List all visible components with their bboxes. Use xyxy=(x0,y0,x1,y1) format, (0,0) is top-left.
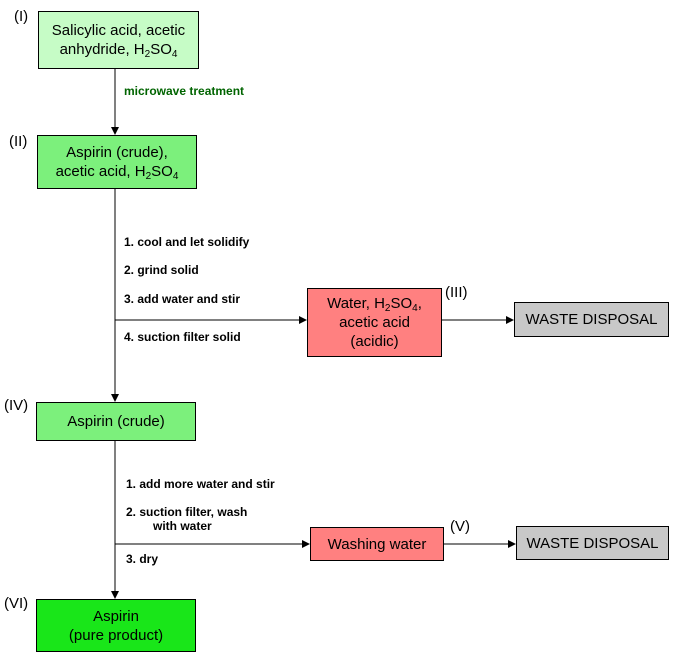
stage-vi-label: (VI) xyxy=(4,595,29,612)
step-suction-filter: 4. suction filter solid xyxy=(124,330,241,344)
microwave-note: microwave treatment xyxy=(124,84,245,98)
waste-disposal-text-2: WASTE DISPOSAL xyxy=(526,534,659,552)
waste-disposal-box-2: WASTE DISPOSAL xyxy=(516,526,669,560)
stage-iii-line1: Water, H2SO4, xyxy=(327,295,422,314)
stage-iii-line2: acetic acid xyxy=(339,314,410,331)
stage-vi-line1: Aspirin xyxy=(93,607,139,625)
stage-vi-box: Aspirin (pure product) xyxy=(36,599,196,652)
stage-ii-label: (II) xyxy=(9,133,28,150)
stage-vi-line2: (pure product) xyxy=(68,626,164,644)
waste-disposal-text-1: WASTE DISPOSAL xyxy=(525,311,658,328)
stage-ii-line1: Aspirin (crude), xyxy=(66,144,168,161)
stage-ii-line2: acetic acid, H2SO4 xyxy=(55,163,179,182)
step-add-more-water: 1. add more water and stir xyxy=(126,477,275,491)
step-grind: 2. grind solid xyxy=(124,263,199,277)
stage-i-label: (I) xyxy=(14,8,29,25)
stage-ii-box: Aspirin (crude), acetic acid, H2SO4 xyxy=(37,135,197,189)
step-dry: 3. dry xyxy=(126,552,159,566)
stage-i-box: Salicylic acid, acetic anhydride, H2SO4 xyxy=(38,11,199,69)
step-add-water: 3. add water and stir xyxy=(124,292,241,306)
step-cool: 1. cool and let solidify xyxy=(124,235,250,249)
stage-iv-line1: Aspirin (crude) xyxy=(67,413,165,430)
waste-disposal-box-1: WASTE DISPOSAL xyxy=(514,302,669,337)
stage-v-label: (V) xyxy=(450,518,470,535)
stage-iv-label: (IV) xyxy=(4,397,29,414)
stage-iii-line3: (acidic) xyxy=(350,333,399,350)
stage-iii-label: (III) xyxy=(445,284,468,301)
stage-v-box: Washing water xyxy=(310,527,444,561)
stage-iii-box: Water, H2SO4, acetic acid (acidic) xyxy=(307,288,442,357)
stage-v-line1: Washing water xyxy=(327,535,427,553)
step-with-water: with water xyxy=(153,519,212,533)
stage-i-line1: Salicylic acid, acetic xyxy=(51,22,186,39)
stage-iv-box: Aspirin (crude) xyxy=(36,402,196,441)
stage-i-line2: anhydride, H2SO4 xyxy=(59,41,178,60)
step-suction-filter-wash: 2. suction filter, wash xyxy=(126,505,248,519)
